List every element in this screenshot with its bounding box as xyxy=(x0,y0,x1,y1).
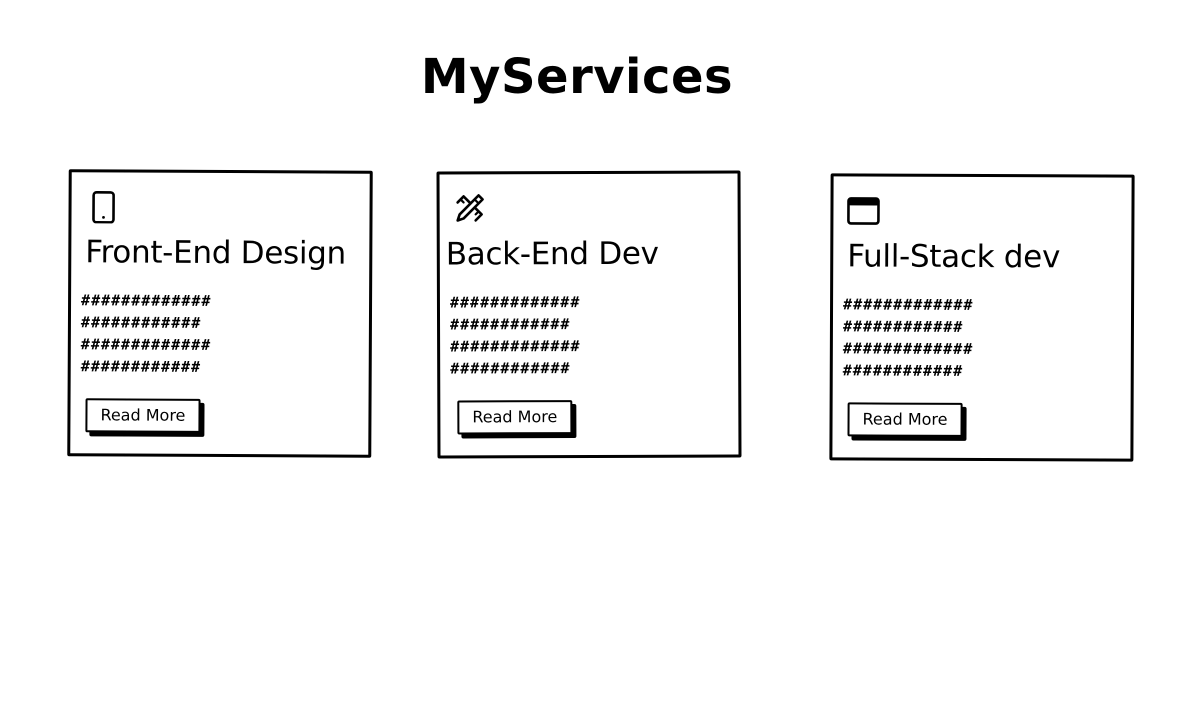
service-card-full-stack: Full-Stack dev ############# ###########… xyxy=(829,173,1135,462)
pencil-ruler-icon xyxy=(453,191,487,225)
service-description: ############# ############ #############… xyxy=(842,295,974,380)
service-description: ############# ############ #############… xyxy=(80,291,212,376)
service-card-back-end: Back-End Dev ############# ############ … xyxy=(436,170,742,459)
read-more-button[interactable]: Read More xyxy=(85,398,201,433)
browser-window-icon xyxy=(846,193,880,227)
page-title: MyServices xyxy=(420,49,734,105)
service-title: Back-End Dev xyxy=(445,235,659,273)
service-card-front-end: Front-End Design ############# #########… xyxy=(67,169,373,458)
service-title: Full-Stack dev xyxy=(847,238,1061,276)
service-title: Front-End Design xyxy=(85,234,347,272)
read-more-button[interactable]: Read More xyxy=(847,402,963,437)
read-more-button[interactable]: Read More xyxy=(457,400,573,435)
service-description: ############# ############ #############… xyxy=(449,293,581,378)
smartphone-icon xyxy=(86,189,120,224)
